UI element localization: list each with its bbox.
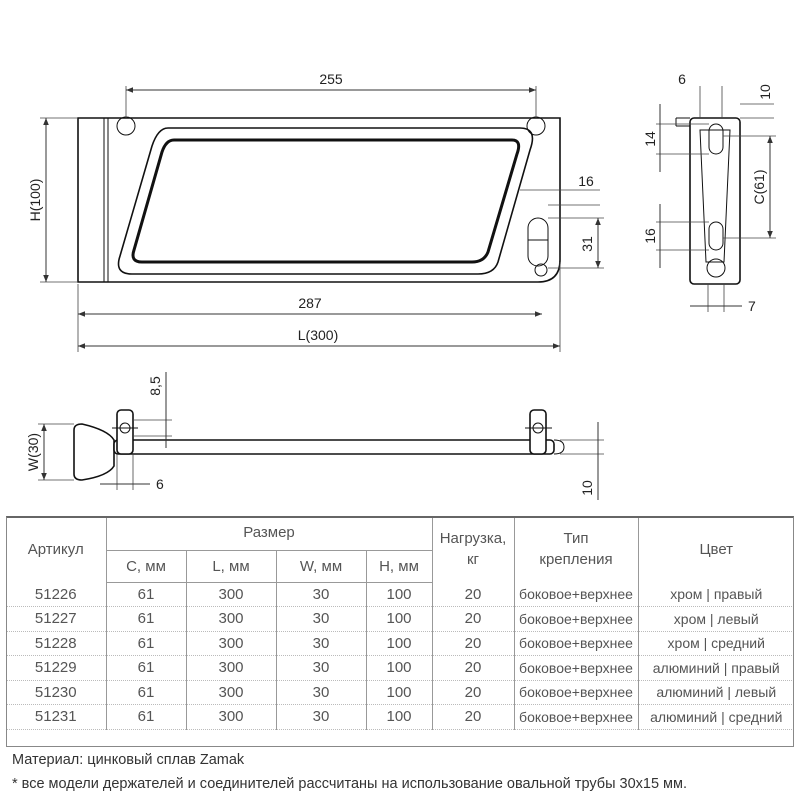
cell-article: 51226 — [6, 582, 106, 607]
cell-h: 100 — [365, 631, 432, 656]
cell-h: 100 — [365, 606, 432, 632]
top-dimensions: 8,5 W(30) 6 10 — [25, 372, 604, 500]
dim-side-thickness: 6 — [678, 71, 686, 87]
cell-w: 30 — [275, 655, 366, 681]
cell-c: 61 — [105, 704, 186, 730]
dim-total-length: L(300) — [298, 327, 338, 343]
cell-color: алюминий | левый — [637, 680, 794, 705]
cell-color: алюминий | средний — [637, 704, 794, 730]
front-view — [77, 116, 561, 283]
top-view — [73, 409, 565, 481]
dim-slot-width: 16 — [578, 173, 594, 189]
cell-mount: боковое+верхнее — [513, 680, 638, 705]
cell-l: 300 — [185, 704, 276, 730]
dim-front-width: 255 — [319, 71, 343, 87]
dim-side-hole-16: 16 — [642, 228, 658, 244]
header-color: Цвет — [637, 516, 794, 582]
dim-top-6: 6 — [156, 476, 164, 492]
cell-color: алюминий | правый — [637, 655, 794, 681]
cell-mount: боковое+верхнее — [513, 704, 638, 730]
dim-top-w: W(30) — [25, 433, 41, 471]
header-h: H, мм — [365, 550, 432, 583]
header-article: Артикул — [27, 540, 84, 558]
cell-mount: боковое+верхнее — [513, 582, 638, 607]
cell-h: 100 — [365, 704, 432, 730]
dim-top-85: 8,5 — [147, 376, 163, 396]
dim-side-c: C(61) — [751, 169, 767, 204]
header-size: Размер — [105, 516, 432, 551]
cell-mount: боковое+верхнее — [513, 655, 638, 681]
dim-top-10: 10 — [579, 480, 595, 496]
cell-article: 51228 — [6, 631, 106, 656]
cell-mount: боковое+верхнее — [513, 631, 638, 656]
footnote: * все модели держателей и соединителей р… — [12, 776, 688, 792]
cell-color: хром | левый — [637, 606, 794, 632]
header-mount-line2: крепления — [539, 551, 613, 568]
cell-load: 20 — [431, 582, 514, 607]
cell-h: 100 — [365, 655, 432, 681]
cell-article: 51229 — [6, 655, 106, 681]
side-view — [675, 117, 741, 285]
header-w: W, мм — [275, 550, 366, 583]
cell-l: 300 — [185, 606, 276, 632]
cell-w: 30 — [275, 680, 366, 705]
header-c: C, мм — [105, 550, 186, 583]
cell-l: 300 — [185, 631, 276, 656]
cell-c: 61 — [105, 631, 186, 656]
cell-h: 100 — [365, 582, 432, 607]
cell-c: 61 — [105, 582, 186, 607]
dim-slot-offset: 31 — [579, 236, 595, 252]
cell-article: 51231 — [6, 704, 106, 730]
dim-side-bottom: 7 — [748, 298, 756, 314]
header-load: Нагрузка, кг — [431, 516, 514, 582]
header-mount: Тип крепления — [513, 516, 638, 582]
header-l: L, мм — [185, 550, 276, 583]
cell-c: 61 — [105, 680, 186, 705]
cell-load: 20 — [431, 680, 514, 705]
side-dimensions: 6 10 14 C(61) 16 7 — [642, 71, 776, 314]
header-mount-line1: Тип — [563, 530, 589, 547]
cell-l: 300 — [185, 680, 276, 705]
cell-color: хром | правый — [637, 582, 794, 607]
cell-c: 61 — [105, 606, 186, 632]
spec-table: Артикул Размер Нагрузка, кг Тип креплени… — [6, 516, 794, 730]
cell-c: 61 — [105, 655, 186, 681]
cell-color: хром | средний — [637, 631, 794, 656]
cell-l: 300 — [185, 582, 276, 607]
cell-w: 30 — [275, 704, 366, 730]
cell-w: 30 — [275, 606, 366, 632]
cell-article: 51230 — [6, 680, 106, 705]
cell-w: 30 — [275, 582, 366, 607]
cell-mount: боковое+верхнее — [513, 606, 638, 632]
header-load-line1: Нагрузка, — [439, 530, 507, 547]
cell-h: 100 — [365, 680, 432, 705]
cell-load: 20 — [431, 704, 514, 730]
dim-side-hole-14: 14 — [642, 131, 658, 147]
dim-inner-length: 287 — [298, 295, 322, 311]
cell-w: 30 — [275, 631, 366, 656]
dim-height: H(100) — [27, 179, 43, 222]
cell-load: 20 — [431, 655, 514, 681]
cell-load: 20 — [431, 606, 514, 632]
cell-article: 51227 — [6, 606, 106, 632]
front-dimensions: 255 H(100) 16 31 287 L(300) — [27, 71, 604, 352]
header-load-line2: кг — [466, 551, 480, 568]
material-note: Материал: цинковый сплав Zamak — [12, 752, 245, 768]
cell-load: 20 — [431, 631, 514, 656]
dim-side-top: 10 — [757, 84, 773, 100]
technical-drawing: 255 H(100) 16 31 287 L(300) — [25, 71, 776, 500]
cell-l: 300 — [185, 655, 276, 681]
